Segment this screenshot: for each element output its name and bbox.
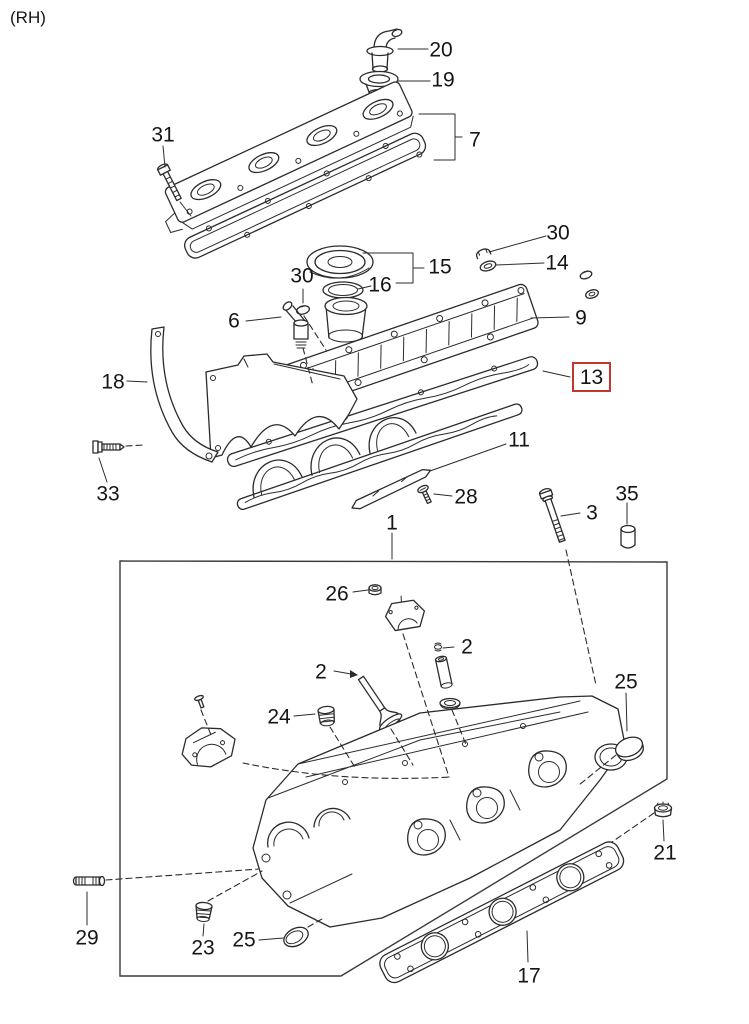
- callout-13: 13: [579, 365, 604, 389]
- callout-16[interactable]: 16: [368, 273, 392, 297]
- clip-30-left-part: [295, 305, 311, 315]
- callout-13-highlight-box[interactable]: 13: [572, 362, 611, 392]
- cap-bolt-part: [194, 694, 205, 709]
- head-gasket-17-part: [379, 841, 625, 984]
- callout-19[interactable]: 19: [431, 68, 455, 92]
- callout-25-bottom[interactable]: 25: [232, 928, 256, 952]
- valve-6-part: [282, 301, 309, 349]
- nut-21-part: [653, 801, 673, 818]
- stud-29-part: [72, 875, 106, 887]
- callout-15[interactable]: 15: [428, 255, 452, 279]
- plug-25-right-part: [614, 736, 644, 762]
- valve-guide-part: [434, 655, 453, 689]
- callout-25-right[interactable]: 25: [614, 670, 638, 694]
- bolt-33-part: [92, 440, 125, 454]
- callout-1[interactable]: 1: [386, 511, 398, 535]
- callout-3[interactable]: 3: [586, 501, 598, 525]
- cap-gasket-16-part: [322, 281, 364, 299]
- clip-30-upper-part: [475, 248, 492, 260]
- callout-24[interactable]: 24: [267, 705, 291, 729]
- callout-20[interactable]: 20: [429, 38, 453, 62]
- grommet-14-part: [479, 260, 497, 272]
- callout-7[interactable]: 7: [469, 128, 481, 152]
- plug-25-bottom-part: [283, 926, 309, 948]
- callout-14[interactable]: 14: [545, 251, 569, 275]
- baffle-plate-part: [205, 353, 358, 459]
- valve-cover-7-part: [164, 81, 414, 234]
- cam-cap-left-part: [181, 727, 236, 768]
- breather-elbow-part: [366, 28, 403, 73]
- clip-30-mounted: [579, 270, 593, 280]
- corner-label-rh: (RH): [10, 8, 46, 27]
- group-box-1: [119, 560, 668, 977]
- bolt-3-part: [538, 488, 566, 543]
- callout-28[interactable]: 28: [454, 485, 478, 509]
- callout-31[interactable]: 31: [151, 123, 175, 147]
- oil-filler-cap-part: [306, 245, 374, 279]
- callout-17[interactable]: 17: [517, 964, 541, 988]
- valve-seal-24-part: [317, 705, 335, 727]
- cover-gasket-part: [184, 132, 427, 259]
- gasket-11-part: [236, 403, 523, 511]
- callout-35[interactable]: 35: [615, 482, 639, 506]
- callout-2-left[interactable]: 2: [315, 660, 327, 684]
- callout-leader-lines: [86, 48, 665, 963]
- callout-30-left[interactable]: 30: [290, 264, 314, 288]
- callout-33[interactable]: 33: [96, 482, 120, 506]
- callout-29[interactable]: 29: [75, 926, 99, 950]
- filler-neck-part: [324, 296, 368, 343]
- callout-6[interactable]: 6: [228, 309, 240, 333]
- valve-keeper-part: [434, 642, 442, 652]
- nut-26-part: [368, 584, 382, 596]
- cap-35-part: [620, 524, 636, 549]
- assembly-dashed-lines: [105, 315, 655, 928]
- bracket-18-part: [150, 326, 219, 463]
- callout-21[interactable]: 21: [653, 841, 677, 865]
- callout-2-right[interactable]: 2: [461, 635, 473, 659]
- grommet-14-mounted: [585, 289, 599, 299]
- callout-9[interactable]: 9: [575, 306, 587, 330]
- callout-26[interactable]: 26: [325, 582, 349, 606]
- screw-28-part: [417, 484, 432, 505]
- callout-30-upper[interactable]: 30: [546, 221, 570, 245]
- cam-cap-part: [384, 595, 426, 632]
- callout-11[interactable]: 11: [508, 428, 530, 452]
- plug-23-part: [195, 901, 213, 922]
- callout-18[interactable]: 18: [101, 370, 125, 394]
- callout-23[interactable]: 23: [191, 936, 215, 960]
- spring-seat-part: [439, 697, 461, 710]
